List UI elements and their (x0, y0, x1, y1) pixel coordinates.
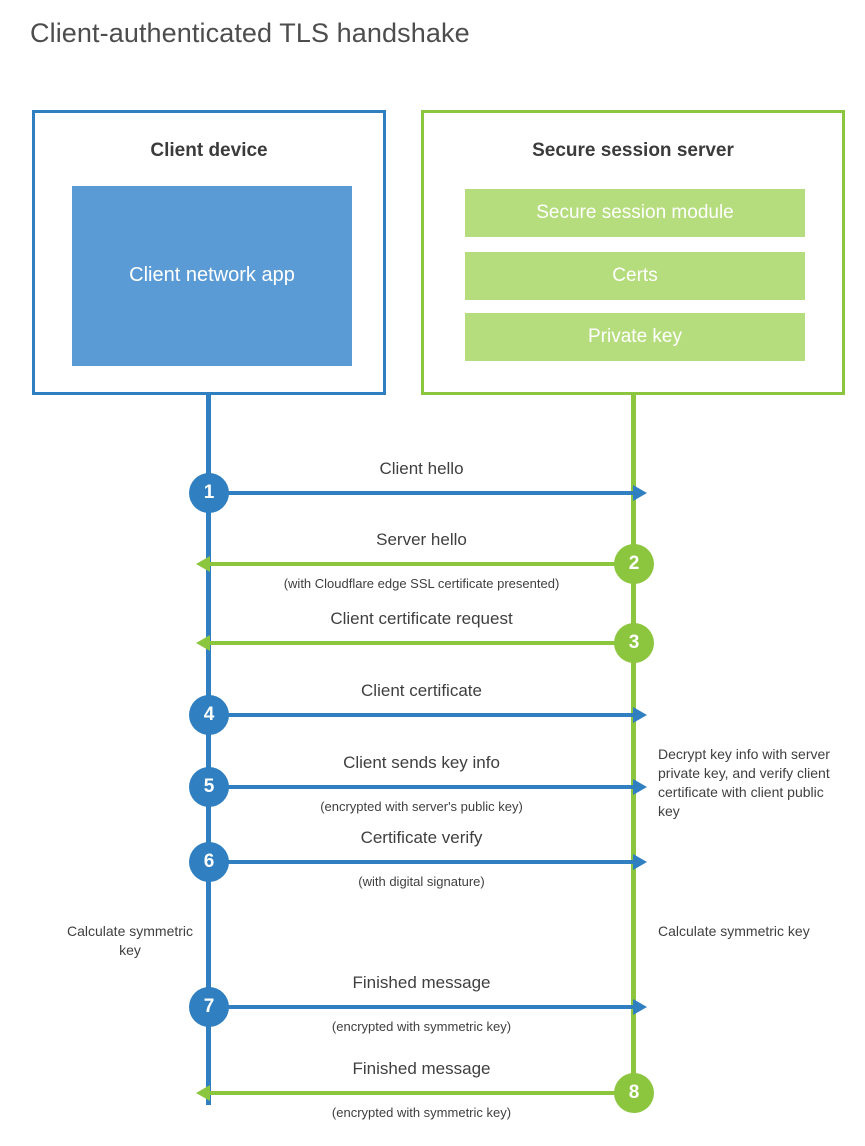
annotation-decrypt-key-info: Decrypt key info with server private key… (658, 746, 830, 819)
arrow-head-icon (196, 556, 210, 572)
arrow-head-icon (633, 854, 647, 870)
client-device-box: Client device Client network app (32, 110, 386, 395)
step-circle-4[interactable]: 4 (189, 695, 229, 735)
message-6-sublabel: (with digital signature) (358, 874, 485, 889)
message-5-sublabel: (encrypted with server's public key) (320, 799, 523, 814)
step-circle-2[interactable]: 2 (614, 544, 654, 584)
message-6-label: Certificate verify (360, 828, 483, 847)
message-7-sublabel: (encrypted with symmetric key) (331, 1019, 512, 1034)
annotation-calculate-symmetric-key-client: Calculate symmetric key (66, 923, 194, 958)
secure-session-server-box: Secure session server Secure session mod… (421, 110, 845, 395)
client-lifeline (206, 393, 211, 1105)
arrow-head-icon (633, 707, 647, 723)
message-5-label: Client sends key info (343, 753, 500, 772)
page-title: Client-authenticated TLS handshake (30, 18, 470, 48)
secure-session-server-title: Secure session server (532, 140, 734, 161)
arrow-head-icon (633, 779, 647, 795)
step-circle-8[interactable]: 8 (614, 1073, 654, 1113)
server-lifeline (631, 393, 636, 1093)
arrow-head-icon (633, 999, 647, 1015)
step-circle-3[interactable]: 3 (614, 623, 654, 663)
message-1-label: Client hello (379, 459, 464, 478)
message-3-label: Client certificate request (330, 609, 513, 628)
arrow-head-icon (196, 1085, 210, 1101)
message-8-sublabel: (encrypted with symmetric key) (331, 1105, 512, 1120)
client-device-title: Client device (150, 140, 268, 161)
client-network-app-block: Client network app (72, 186, 352, 366)
server-block-certs: Certs (465, 252, 805, 300)
arrow-head-icon (633, 485, 647, 501)
step-circle-1[interactable]: 1 (189, 473, 229, 513)
message-7-label: Finished message (352, 973, 491, 992)
server-block-secure-session-module: Secure session module (465, 189, 805, 237)
server-block-private-key: Private key (465, 313, 805, 361)
message-4-label: Client certificate (361, 681, 482, 700)
arrow-head-icon (196, 635, 210, 651)
message-2-sublabel: (with Cloudflare edge SSL certificate pr… (283, 576, 560, 591)
message-2-label: Server hello (376, 530, 467, 549)
step-circle-7[interactable]: 7 (189, 987, 229, 1027)
step-circle-6[interactable]: 6 (189, 842, 229, 882)
annotation-calculate-symmetric-key-server: Calculate symmetric key (658, 923, 810, 939)
step-circle-5[interactable]: 5 (189, 767, 229, 807)
message-8-label: Finished message (352, 1059, 491, 1078)
